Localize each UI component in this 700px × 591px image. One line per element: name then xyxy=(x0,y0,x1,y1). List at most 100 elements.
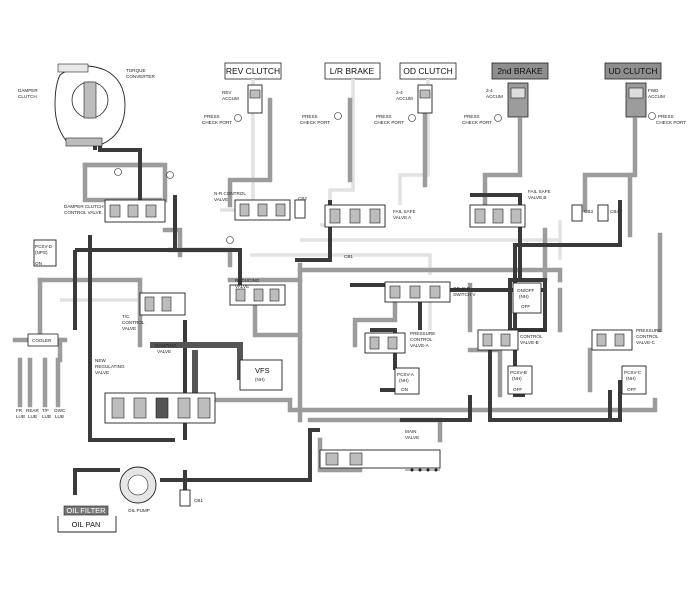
pcv-c-label-3: VALVE-C xyxy=(636,340,656,345)
fail-safe-b-label-1: FAIL SAFE xyxy=(528,189,551,194)
pcv-a-label-1: PRESSURE xyxy=(410,331,435,336)
rev-accum-label-1: REV xyxy=(222,90,232,95)
pressure-gauge-icon xyxy=(166,171,174,179)
vfs-solenoid: VFS (NH) xyxy=(239,359,283,391)
lube-lub-4: LUB xyxy=(55,414,64,419)
rev-accum: REV ACCUM PRESS CHECK PORT xyxy=(202,84,263,125)
press-check-port-lr-1: PRESS xyxy=(302,114,318,119)
pcsv-d-label-2: (NPS) xyxy=(35,250,48,255)
vfs-label-1: VFS xyxy=(255,366,270,375)
vfs-label-2: (NH) xyxy=(255,377,265,382)
lube-fr: FR xyxy=(16,408,23,413)
od-lr-label-1: OD &LR xyxy=(453,286,471,291)
pcsv-c-label-3: OFF xyxy=(627,387,636,392)
pcsv-b-label-3: OFF xyxy=(513,387,522,392)
lube-outlets: FR REAR T/F OWC LUB LUB LUB LUB xyxy=(16,408,66,419)
pcsv-c-label-2: (NH) xyxy=(626,376,636,381)
cb1-label: CB1 xyxy=(194,498,203,503)
header-second-brake: 2nd BRAKE xyxy=(491,62,549,80)
pressure-control-valve-b: PRESSURE CONTROL VALVE-B xyxy=(477,328,545,351)
oil-filter: OIL FILTER xyxy=(63,505,109,516)
dccv-label-2: CONTROL VALVE xyxy=(64,210,102,215)
lube-owc: OWC xyxy=(54,408,66,413)
fail-safe-a-label-1: FAIL SAFE xyxy=(393,209,416,214)
pcsv-a-label-1: PCSV-A xyxy=(397,372,415,377)
main-valve: MAIN VALVE xyxy=(319,429,441,472)
pcv-b-label-1: PRESSURE xyxy=(520,328,545,333)
fwd-accum-label-1: FWD xyxy=(648,88,659,93)
pressure-control-valve-c: PRESSURE CONTROL VALVE-C xyxy=(591,328,661,351)
tc-label-2: CONTROL xyxy=(122,320,145,325)
pcsv-b-label-1: PCSV-B xyxy=(510,370,527,375)
pressure-gauge-icon xyxy=(648,112,656,120)
pressure-gauge-icon xyxy=(114,168,122,176)
pcsv-c: PCSV-C (NH) OFF xyxy=(621,365,647,395)
reducing-valve-label-2: VALVE xyxy=(235,284,249,289)
press-check-port-od-1: PRESS xyxy=(376,114,392,119)
od-accum: 2-4 ACCUM PRESS CHECK PORT xyxy=(374,84,433,125)
pcv-b-label-2: CONTROL xyxy=(520,334,543,339)
fail-safe-valve-a: FAIL SAFE VALVE A CB1 xyxy=(324,204,416,259)
pressure-gauge-icon xyxy=(494,114,502,122)
oil-pump: OIL PUMP xyxy=(119,466,157,513)
nr-control-valve-label-2: VALVE xyxy=(214,197,228,202)
header-lr-brake: L/R BRAKE xyxy=(324,62,381,80)
second-accum-label-2: ACCUM xyxy=(486,94,503,99)
header-ud-clutch-label: UD CLUTCH xyxy=(608,66,657,76)
pcsv-c-label-1: PCSV-C xyxy=(624,370,642,375)
oil-pump-label: OIL PUMP xyxy=(128,508,150,513)
damping-label-1: DAMPING xyxy=(155,343,177,348)
reducing-valve: REDUCING VALVE xyxy=(229,278,286,306)
cb4-label: CB4 xyxy=(610,209,619,214)
oil-filter-label: OIL FILTER xyxy=(66,506,106,515)
pcsv-a: PCSV-A (NH) ON xyxy=(394,367,420,395)
tc-label-3: VALVE xyxy=(122,326,136,331)
press-check-port-od-2: CHECK PORT xyxy=(374,120,404,125)
lube-lub-2: LUB xyxy=(28,414,37,419)
damper-clutch-control-valve: DAMPER CLUTCH CONTROL VALVE xyxy=(64,199,166,223)
dccv-label-1: DAMPER CLUTCH xyxy=(64,204,104,209)
pcsv-b: PCSV-B (NH) OFF xyxy=(507,365,533,395)
pcsv-d-label-3: ON xyxy=(35,261,42,266)
od-lr-label-2: SWITCH V xyxy=(453,292,476,297)
tc-control-valve: T/C CONTROL VALVE xyxy=(122,292,186,331)
second-accum: 2-4 ACCUM PRESS CHECK PORT xyxy=(462,82,529,125)
torque-converter: TORQUE CONVERTER DAMPER CLUTCH xyxy=(18,63,155,147)
cb1-check-ball: CB1 xyxy=(179,489,203,507)
tc-label-1: T/C xyxy=(122,314,130,319)
pcv-c-label-2: CONTROL xyxy=(636,334,659,339)
pressure-gauge-icon xyxy=(234,114,242,122)
rev-accum-label-2: ACCUM xyxy=(222,96,239,101)
press-check-port-ud-1: PRESS xyxy=(658,114,674,119)
main-valve-label-1: MAIN xyxy=(405,429,416,434)
torque-converter-label-1: TORQUE xyxy=(126,68,146,73)
pcsv-d: PCSV-D (NPS) ON xyxy=(33,239,57,267)
fwd-accum: FWD ACCUM PRESS CHECK PORT xyxy=(625,82,686,125)
cb2-label: CB2 xyxy=(298,196,307,201)
torque-converter-label-2: CONVERTER xyxy=(126,74,155,79)
nr-control-valve: N-R CONTROL VALVE CB2 xyxy=(214,191,307,221)
on-off-label-2: (NH) xyxy=(519,294,529,299)
lube-tf: T/F xyxy=(42,408,49,413)
cooler: COOLER xyxy=(27,333,59,347)
press-check-port-label-1: PRESS xyxy=(204,114,220,119)
main-valve-label-2: VALVE xyxy=(405,435,419,440)
new-regulating-valve: NEW REGULATING VALVE DAMPING VALVE xyxy=(95,343,216,424)
vfs-line xyxy=(200,342,243,380)
header-od-clutch-label: OD CLUTCH xyxy=(403,66,453,76)
pressure-gauge-icon xyxy=(334,112,342,120)
press-check-port-ud-2: CHECK PORT xyxy=(656,120,686,125)
damping-label-2: VALVE xyxy=(157,349,171,354)
lr-press-port: PRESS CHECK PORT xyxy=(300,112,342,125)
pcv-a-label-2: CONTROL xyxy=(410,337,433,342)
fail-safe-a-label-2: VALVE A xyxy=(393,215,412,220)
pressure-control-valve-a: PRESSURE CONTROL VALVE-A xyxy=(364,331,435,354)
header-lr-brake-label: L/R BRAKE xyxy=(330,66,375,76)
on-off-label-1: ON/OFF xyxy=(517,288,535,293)
nrv-label-2: REGULATING xyxy=(95,364,125,369)
od-accum-label-2: ACCUM xyxy=(396,96,413,101)
header-rev-clutch-label: REV CLUTCH xyxy=(226,66,280,76)
pressure-gauge-icon xyxy=(408,114,416,122)
second-accum-label-1: 2-4 xyxy=(486,88,493,93)
